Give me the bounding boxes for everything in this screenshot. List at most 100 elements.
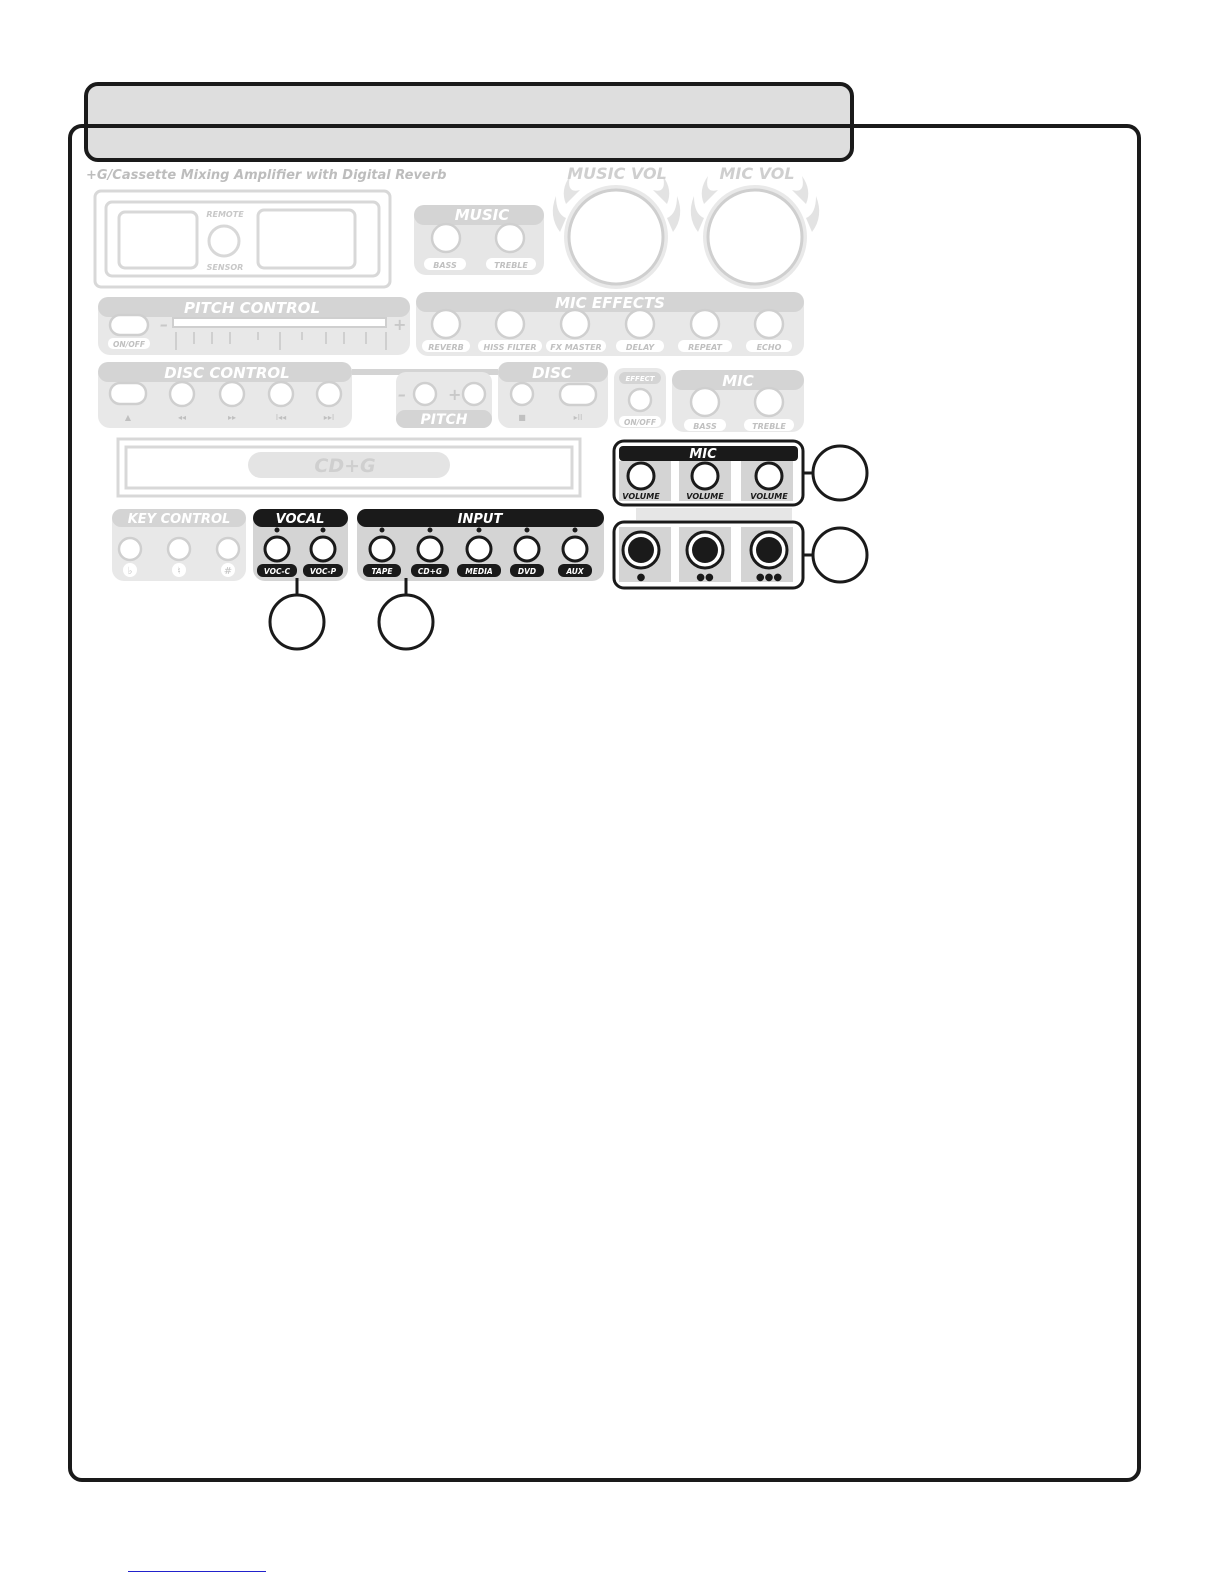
remote-sensor-area: REMOTE SENSOR <box>93 189 392 289</box>
eject-button[interactable] <box>108 381 148 406</box>
music-treble-button[interactable] <box>494 222 526 254</box>
callout-circle-input <box>377 593 435 651</box>
rewind-button[interactable] <box>168 380 196 408</box>
page-frame <box>68 124 1141 1482</box>
remote-sensor-icon <box>207 224 241 258</box>
vocal-group: VOCAL VOC-C VOC-P <box>253 509 348 581</box>
stop-icon: ■ <box>518 413 526 422</box>
pitch-plus-label: + <box>393 315 406 334</box>
mic3-jack-icon: ●●● <box>756 572 782 583</box>
section-title-tab <box>84 82 854 162</box>
input-tape-button[interactable] <box>368 535 396 563</box>
sensor-label: SENSOR <box>207 263 244 272</box>
play-pause-button[interactable] <box>558 382 598 407</box>
key-flat-button[interactable] <box>117 536 143 562</box>
mic-vol-label: MIC VOL <box>719 164 794 183</box>
decorative-stripe <box>636 508 792 520</box>
callout-circle-mic-volume <box>811 444 869 502</box>
mic1-jack[interactable] <box>628 537 654 563</box>
next-track-button[interactable] <box>315 380 343 408</box>
pitch-plus-icon: + <box>448 385 461 404</box>
hiss-filter-button[interactable] <box>494 308 526 340</box>
input-aux-button[interactable] <box>561 535 589 563</box>
repeat-button[interactable] <box>689 308 721 340</box>
pitch-minus-label: – <box>160 315 168 334</box>
footer-link-underline <box>128 1571 266 1572</box>
callout-circle-mic-jacks <box>811 526 869 584</box>
mic-effects-title: MIC EFFECTS <box>555 294 665 312</box>
cdg-tray: CD+G <box>116 437 582 498</box>
echo-button[interactable] <box>753 308 785 340</box>
stop-button[interactable] <box>509 381 535 407</box>
fast-forward-button[interactable] <box>218 380 246 408</box>
flat-icon: ♭ <box>128 566 133 577</box>
mic2-jack-icon: ●● <box>696 572 714 583</box>
mic-bass-label: BASS <box>693 422 717 431</box>
mic2-jack[interactable] <box>692 537 718 563</box>
pitch-slider-ticks <box>175 332 387 350</box>
input-group: INPUT TAPE CD+G MEDIA DVD AUX <box>357 509 604 581</box>
mic-vol-knob[interactable] <box>706 188 804 286</box>
key-control-group: KEY CONTROL ♭ ♮ # <box>112 509 246 581</box>
input-cdg-button[interactable] <box>416 535 444 563</box>
next-track-icon: ▸▸I <box>324 413 334 422</box>
echo-label: ECHO <box>757 343 782 352</box>
input-cdg-label: CD+G <box>418 567 442 576</box>
mic3-jack[interactable] <box>756 537 782 563</box>
effect-group: EFFECT ON/OFF <box>614 368 666 428</box>
effect-title: EFFECT <box>625 375 655 383</box>
reverb-button[interactable] <box>430 308 462 340</box>
mic3-volume-label: VOLUME <box>750 492 788 501</box>
rewind-icon: ◂◂ <box>178 413 186 422</box>
mic1-volume-knob[interactable] <box>626 461 656 491</box>
mic2-volume-knob[interactable] <box>690 461 720 491</box>
mic3-volume-knob[interactable] <box>754 461 784 491</box>
fx-master-button[interactable] <box>559 308 591 340</box>
delay-button[interactable] <box>624 308 656 340</box>
music-tone-group: MUSIC BASS TREBLE <box>414 205 544 275</box>
previous-track-button[interactable] <box>267 380 295 408</box>
voc-c-button[interactable] <box>263 535 291 563</box>
music-bass-button[interactable] <box>430 222 462 254</box>
input-dvd-label: DVD <box>518 567 536 576</box>
previous-track-icon: I◂◂ <box>276 413 286 422</box>
panel-subtitle: +G/Cassette Mixing Amplifier with Digita… <box>86 168 446 183</box>
disc-title: DISC <box>532 364 572 382</box>
input-dvd-button[interactable] <box>513 535 541 563</box>
input-tape-label: TAPE <box>372 567 394 576</box>
pitch-slider-track[interactable] <box>172 317 387 328</box>
music-vol-label: MUSIC VOL <box>567 164 667 183</box>
key-natural-button[interactable] <box>166 536 192 562</box>
voc-p-button[interactable] <box>309 535 337 563</box>
mic-volume-title: MIC <box>689 447 717 462</box>
voc-c-label: VOC-C <box>264 567 291 576</box>
disc-control-title: DISC CONTROL <box>164 364 289 382</box>
eject-icon: ▲ <box>125 413 132 422</box>
pitch-control-onoff-button[interactable] <box>108 313 150 337</box>
key-sharp-button[interactable] <box>215 536 241 562</box>
music-vol-knob-group: MUSIC VOL <box>552 164 681 289</box>
sharp-icon: # <box>224 566 232 577</box>
disc-control-group: DISC CONTROL ▲ ◂◂ ▸▸ I◂◂ ▸▸I <box>98 362 498 428</box>
callout-circle-vocal <box>268 593 326 651</box>
fx-master-label: FX MASTER <box>550 343 601 352</box>
pitch-minus-icon: – <box>398 385 406 404</box>
mic-bass-button[interactable] <box>689 386 721 418</box>
pitch-control-group: PITCH CONTROL ON/OFF – + <box>98 297 410 355</box>
effect-onoff-label: ON/OFF <box>624 418 657 427</box>
mic-treble-button[interactable] <box>753 386 785 418</box>
input-media-button[interactable] <box>465 535 493 563</box>
pitch-down-button[interactable] <box>412 381 438 407</box>
music-title: MUSIC <box>455 206 510 224</box>
disc-group: DISC ■ ▸II <box>498 362 608 428</box>
reverb-label: REVERB <box>428 343 464 352</box>
pitch-up-button[interactable] <box>461 381 487 407</box>
pitch-title: PITCH <box>420 412 467 428</box>
music-vol-knob[interactable] <box>567 188 665 286</box>
mic-treble-label: TREBLE <box>752 422 786 431</box>
input-aux-label: AUX <box>565 567 585 576</box>
key-control-title: KEY CONTROL <box>128 512 231 527</box>
effect-onoff-button[interactable] <box>627 387 653 413</box>
input-title: INPUT <box>458 512 504 527</box>
